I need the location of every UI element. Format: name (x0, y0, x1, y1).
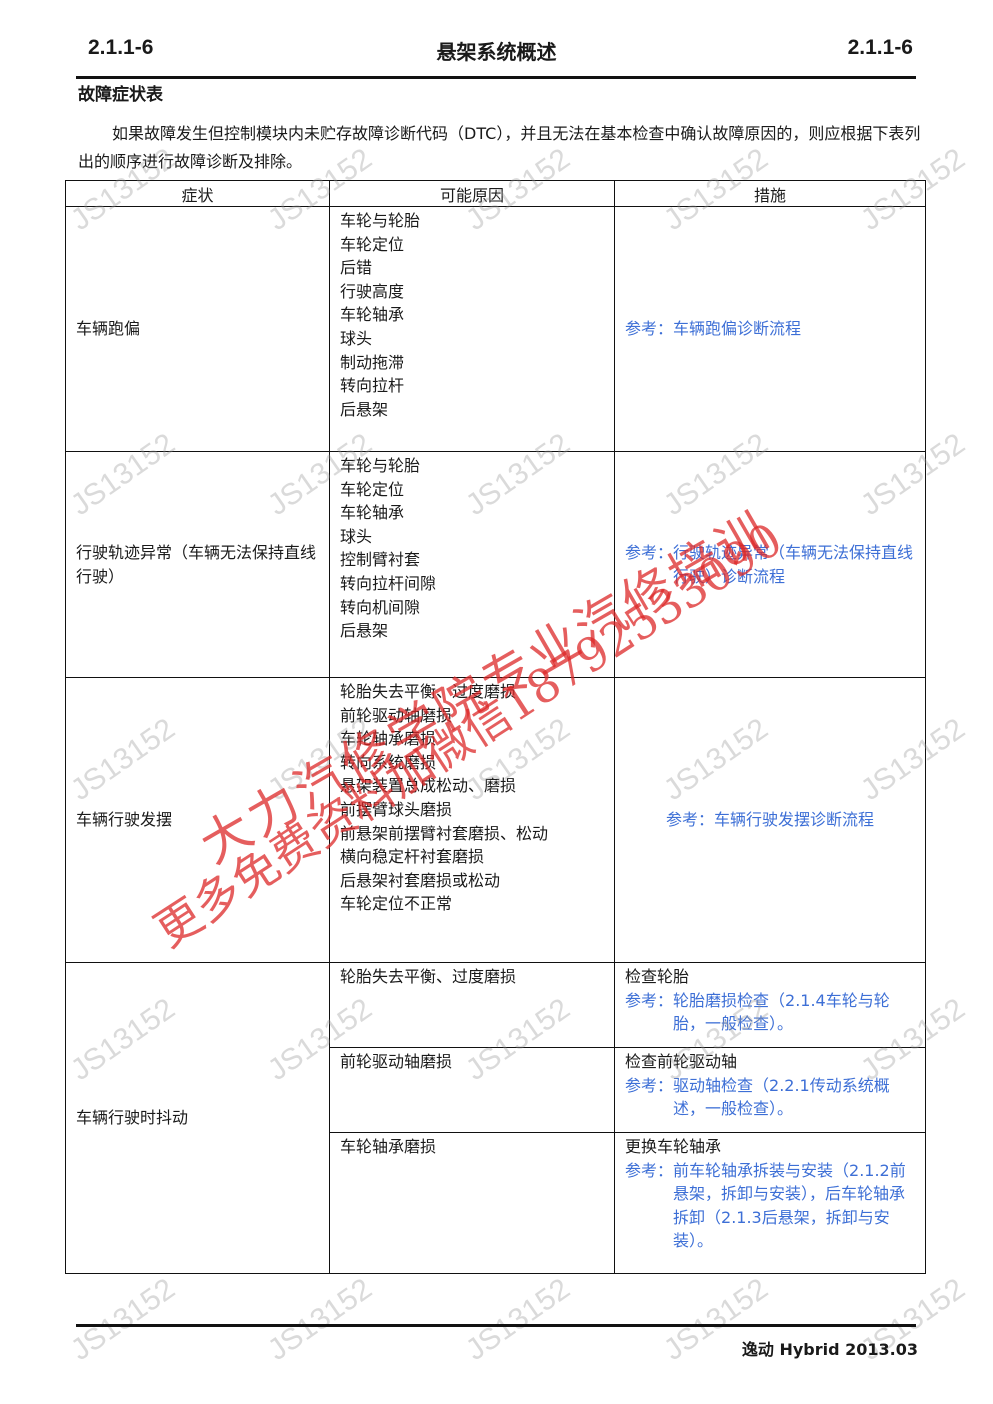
symptom-table: 症状 可能原因 措施 车辆跑偏 车轮与轮胎 车轮定位 后错 行驶高度 车轮轴承 … (65, 180, 926, 1274)
page-number-right: 2.1.1-6 (847, 36, 913, 59)
measure-cell: 检查前轮驱动轴 参考： 驱动轴检查（2.2.1传动系统概述，一般检查）。 (614, 1047, 926, 1133)
cause-item: 车轮轴承磨损 (340, 729, 437, 749)
watermark-text: JS13152 (65, 1272, 181, 1368)
cause-item: 转向系统磨损 (340, 752, 437, 772)
action-text: 更换车轮轴承 (625, 1137, 722, 1156)
reference-key: 参考： (665, 810, 714, 830)
table-row: 车辆跑偏 车轮与轮胎 车轮定位 后错 行驶高度 车轮轴承 球头 制动拖滞 转向拉… (65, 206, 926, 452)
reference-key: 参考： (625, 990, 674, 1010)
header-rule (76, 76, 916, 79)
measure-cell: 更换车轮轴承 参考： 前车轮轴承拆装与安装（2.1.2前悬架，拆卸与安装），后车… (614, 1132, 926, 1274)
cause-item: 转向拉杆 (340, 376, 405, 396)
symptom-cell: 行驶轨迹异常（车辆无法保持直线行驶） (65, 451, 330, 678)
cause-item: 车轮与轮胎 (340, 211, 421, 230)
reference-value: 轮胎磨损检查（2.1.4车轮与轮胎，一般检查）。 (673, 990, 890, 1034)
cause-item: 球头 (340, 526, 373, 546)
cause-item: 横向稳定杆衬套磨损 (340, 847, 485, 867)
section-title: 故障症状表 (78, 85, 163, 105)
cause-item: 后悬架 (340, 621, 389, 641)
cause-cell: 车轮与轮胎 车轮定位 车轮轴承 球头 控制臂衬套 转向拉杆间隙 转向机间隙 后悬… (329, 451, 615, 678)
cause-item: 车轮与轮胎 (340, 456, 421, 475)
cause-item: 转向拉杆间隙 (340, 573, 437, 593)
cause-item: 悬架装置总成松动、磨损 (340, 776, 517, 796)
table-row: 前轮驱动轴磨损 检查前轮驱动轴 参考： 驱动轴检查（2.2.1传动系统概述，一般… (66, 1047, 926, 1133)
cause-item: 后悬架衬套磨损或松动 (340, 870, 501, 890)
reference-value: 行驶轨迹异常（车辆无法保持直线行驶）诊断流程 (673, 542, 914, 586)
reference-link[interactable]: 参考： 轮胎磨损检查（2.1.4车轮与轮胎，一般检查）。 (625, 989, 915, 1036)
reference-link[interactable]: 参考： 前车轮轴承拆装与安装（2.1.2前悬架，拆卸与安装），后车轮轴承拆卸（2… (625, 1159, 915, 1253)
reference-key: 参考： (625, 319, 674, 339)
reference-link[interactable]: 参考： 驱动轴检查（2.2.1传动系统概述，一般检查）。 (625, 1074, 915, 1121)
table-row: 车辆行驶发摆 轮胎失去平衡、过度磨损 前轮驱动轴磨损 车轮轴承磨损 转向系统磨损… (65, 677, 926, 963)
header-cause: 可能原因 (329, 180, 615, 207)
table-header-row: 症状 可能原因 措施 (65, 180, 926, 207)
reference-value: 前车轮轴承拆装与安装（2.1.2前悬架，拆卸与安装），后车轮轴承拆卸（2.1.3… (673, 1160, 906, 1251)
reference-link[interactable]: 参考： 车辆跑偏诊断流程 (625, 317, 915, 341)
cause-item: 车轮轴承 (340, 503, 405, 523)
reference-key: 参考： (625, 1075, 674, 1095)
cause-item: 行驶高度 (340, 281, 405, 301)
cause-item: 前悬架前摆臂衬套磨损、松动 (340, 823, 549, 843)
header-measure: 措施 (614, 180, 926, 207)
reference-key: 参考： (625, 542, 674, 562)
symptom-cell: 车辆行驶时抖动 (65, 962, 330, 1274)
cause-cell: 轮胎失去平衡、过度磨损 前轮驱动轴磨损 车轮轴承磨损 转向系统磨损 悬架装置总成… (329, 677, 615, 963)
cause-item: 前轮驱动轴磨损 (340, 705, 453, 725)
cause-cell: 前轮驱动轴磨损 (329, 1047, 615, 1133)
action-text: 检查前轮驱动轴 (625, 1052, 738, 1071)
cause-cell: 轮胎失去平衡、过度磨损 (329, 962, 615, 1048)
page-number-left: 2.1.1-6 (88, 36, 154, 59)
cause-item: 轮胎失去平衡、过度磨损 (340, 682, 517, 701)
reference-value: 车辆行驶发摆诊断流程 (714, 810, 875, 830)
cause-item: 车轮定位 (340, 234, 405, 254)
watermark-text: JS13152 (262, 1272, 378, 1368)
header-symptom: 症状 (65, 180, 330, 207)
cause-item: 车轮定位不正常 (340, 894, 453, 914)
reference-key: 参考： (625, 1160, 674, 1180)
measure-cell: 检查轮胎 参考： 轮胎磨损检查（2.1.4车轮与轮胎，一般检查）。 (614, 962, 926, 1048)
symptom-cell: 车辆跑偏 (65, 206, 330, 452)
reference-link[interactable]: 参考： 行驶轨迹异常（车辆无法保持直线行驶）诊断流程 (625, 541, 915, 588)
cause-cell: 车轮轴承磨损 (329, 1132, 615, 1274)
cause-cell: 车轮与轮胎 车轮定位 后错 行驶高度 车轮轴承 球头 制动拖滞 转向拉杆 后悬架 (329, 206, 615, 452)
symptom-cell: 车辆行驶发摆 (65, 677, 330, 963)
measure-cell: 参考：车辆行驶发摆诊断流程 (614, 677, 926, 963)
reference-value: 车辆跑偏诊断流程 (673, 319, 802, 339)
watermark-text: JS13152 (460, 1272, 576, 1368)
intro-paragraph: 如果故障发生但控制模块内未贮存故障诊断代码（DTC），并且无法在基本检查中确认故… (78, 124, 921, 171)
reference-value: 驱动轴检查（2.2.1传动系统概述，一般检查）。 (673, 1075, 890, 1119)
footer-text: 逸动 Hybrid 2013.03 (741, 1340, 918, 1359)
cause-item: 制动拖滞 (340, 352, 405, 372)
table-row: 车轮轴承磨损 更换车轮轴承 参考： 前车轮轴承拆装与安装（2.1.2前悬架，拆卸… (66, 1132, 926, 1274)
footer-rule (76, 1324, 916, 1327)
cause-item: 车轮轴承 (340, 305, 405, 325)
measure-cell: 参考： 行驶轨迹异常（车辆无法保持直线行驶）诊断流程 (614, 451, 926, 678)
cause-item: 转向机间隙 (340, 597, 421, 617)
cause-item: 前摆臂球头磨损 (340, 799, 453, 819)
reference-link[interactable]: 参考：车辆行驶发摆诊断流程 (666, 810, 874, 829)
cause-item: 后错 (340, 258, 373, 278)
cause-item: 控制臂衬套 (340, 550, 421, 570)
table-row: 行驶轨迹异常（车辆无法保持直线行驶） 车轮与轮胎 车轮定位 车轮轴承 球头 控制… (65, 451, 926, 678)
measure-cell: 参考： 车辆跑偏诊断流程 (614, 206, 926, 452)
cause-item: 车轮定位 (340, 479, 405, 499)
cause-item: 球头 (340, 328, 373, 348)
cause-item: 后悬架 (340, 399, 389, 419)
table-row: 车辆行驶时抖动 轮胎失去平衡、过度磨损 检查轮胎 参考： 轮胎磨损检查（2.1.… (65, 962, 926, 1274)
action-text: 检查轮胎 (625, 967, 690, 986)
page-title: 悬架系统概述 (436, 40, 557, 64)
